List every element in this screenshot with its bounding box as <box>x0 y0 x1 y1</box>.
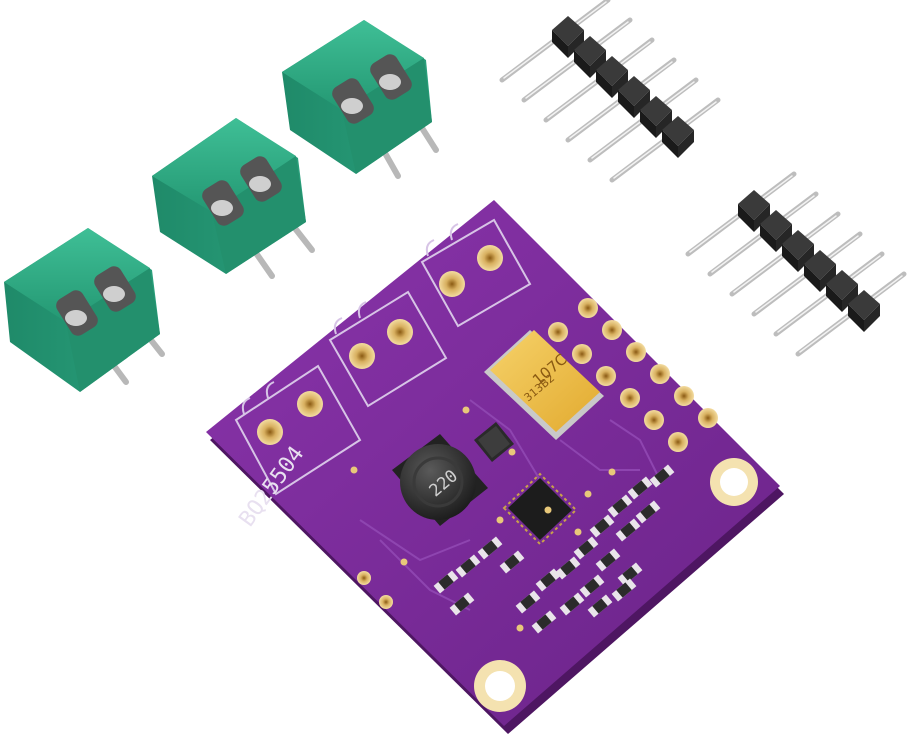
pin-header-1-housing <box>574 36 606 66</box>
small-inductor <box>474 422 514 462</box>
header-pad <box>596 366 616 386</box>
smd-resistor <box>433 570 459 594</box>
pin-header-1 <box>499 0 721 183</box>
smd-resistor <box>649 464 675 488</box>
header-pad <box>572 344 592 364</box>
via <box>350 466 358 474</box>
via <box>508 448 516 456</box>
via <box>400 558 408 566</box>
via <box>462 406 470 414</box>
header-pad <box>650 364 670 384</box>
smd-components <box>433 464 675 634</box>
smd-resistor <box>531 610 557 634</box>
pin-header-2-housing <box>848 290 880 320</box>
header-pad <box>626 342 646 362</box>
via <box>584 490 592 498</box>
pin-header-2-housing <box>760 210 792 240</box>
smd-resistor <box>595 548 621 572</box>
smd-resistor <box>455 554 481 578</box>
smd-resistor <box>589 514 615 538</box>
pin-header-2-housing <box>826 270 858 300</box>
smd-resistor <box>617 562 643 586</box>
smd-resistor <box>535 568 561 592</box>
header-pad <box>644 410 664 430</box>
header-pad <box>602 320 622 340</box>
pin-header-1-housing <box>552 16 584 46</box>
smd-resistor <box>555 556 581 580</box>
smd-resistor <box>615 518 641 542</box>
inductor: 220 <box>392 434 488 526</box>
pin-header-2-housing <box>804 250 836 280</box>
smd-resistor <box>515 590 541 614</box>
pin-header-1-body <box>552 16 694 158</box>
smd-resistor <box>635 500 661 524</box>
via <box>544 506 552 514</box>
pin-header-2 <box>685 171 907 357</box>
smd-resistor <box>477 536 503 560</box>
smd-resistor <box>499 550 525 574</box>
test-pad <box>379 595 393 609</box>
via <box>574 528 582 536</box>
terminal-pads <box>257 245 503 445</box>
via <box>608 468 616 476</box>
header-pad <box>548 322 568 342</box>
tantalum-capacitor: 107C 313B2 <box>484 330 604 440</box>
terminal-block-1 <box>4 228 165 392</box>
pin-header-1-housing <box>640 96 672 126</box>
smd-resistor <box>587 594 613 618</box>
bq25504-chip <box>502 472 578 546</box>
pin-header-1-housing <box>596 56 628 86</box>
pin-header-1-housing <box>662 116 694 146</box>
smd-resistor <box>573 536 599 560</box>
pin-header-1-housing <box>618 76 650 106</box>
smd-resistor <box>449 592 475 616</box>
silkscreen-outlines <box>234 218 532 496</box>
pin-header-2-housing <box>738 190 770 220</box>
header-pad <box>620 388 640 408</box>
smd-resistor <box>579 574 605 598</box>
smd-resistor <box>627 476 653 500</box>
header-pads <box>548 298 718 452</box>
header-pad <box>668 432 688 452</box>
terminal-block-2 <box>152 118 315 279</box>
header-pad <box>674 386 694 406</box>
terminal-block-3 <box>282 20 439 179</box>
vias <box>350 406 616 632</box>
via <box>516 624 524 632</box>
header-pad <box>578 298 598 318</box>
smd-resistor <box>559 592 585 616</box>
smd-resistor <box>611 578 637 602</box>
via <box>496 516 504 524</box>
pin-header-2-housing <box>782 230 814 260</box>
pin-header-2-body <box>738 190 880 332</box>
pcb-board: 107C 313B2 220 BQ25504 <box>206 200 784 734</box>
header-pad <box>698 408 718 428</box>
test-pad <box>357 571 371 585</box>
smd-resistor <box>607 494 633 518</box>
